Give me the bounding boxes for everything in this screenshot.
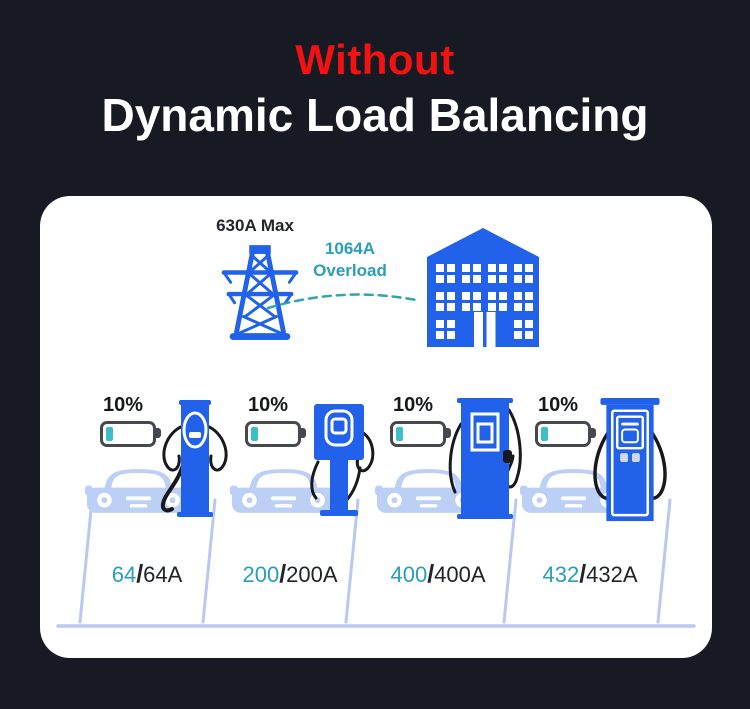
load-label-4: 432/432A (515, 560, 665, 589)
overload-word: Overload (313, 261, 387, 281)
ev-charger-icon (448, 398, 522, 519)
load-capacity: 432A (586, 562, 638, 587)
battery-level-bar (396, 427, 403, 441)
header: Without Dynamic Load Balancing (0, 0, 750, 139)
title-accent: Without (295, 36, 455, 83)
battery-level-bar (106, 427, 113, 441)
car-icon (230, 469, 337, 513)
battery-percent-label: 10% (393, 394, 434, 416)
load-label-2: 200/200A (215, 560, 365, 589)
charging-bay-4: 10% (520, 394, 670, 526)
battery-icon (100, 421, 161, 447)
charging-bay-3: 10% (375, 394, 525, 526)
ev-charger-icon (160, 400, 228, 517)
charging-bay-1: 10% (85, 394, 235, 526)
battery-percent-label: 10% (103, 394, 144, 416)
load-label-3: 400/400A (363, 560, 513, 589)
load-slash: / (427, 560, 435, 588)
battery-percent-label: 10% (538, 394, 579, 416)
load-current: 64 (111, 562, 137, 587)
grid-max-label: 630A Max (216, 216, 294, 235)
ev-charger-icon (310, 404, 375, 516)
parking-lines-icon (56, 498, 696, 628)
load-current: 400 (390, 562, 428, 587)
overload-value: 1064A (324, 239, 376, 258)
load-label-1: 64/64A (72, 560, 222, 589)
overload-label: 1064A Overload (292, 238, 408, 282)
load-current: 432 (542, 562, 580, 587)
transmission-tower-icon (221, 245, 299, 340)
load-capacity: 200A (286, 562, 338, 587)
load-current: 200 (242, 562, 280, 587)
battery-icon (245, 421, 306, 447)
battery-level-bar (251, 427, 258, 441)
load-slash: / (579, 560, 587, 588)
load-capacity: 400A (434, 562, 486, 587)
battery-level-bar (541, 427, 548, 441)
load-capacity: 64A (143, 562, 183, 587)
overload-arc-icon (266, 293, 418, 310)
load-slash: / (279, 560, 287, 588)
battery-icon (535, 421, 596, 447)
battery-percent-label: 10% (248, 394, 289, 416)
building-icon (427, 228, 539, 347)
car-icon (375, 469, 482, 513)
ev-charger-icon (593, 397, 667, 522)
load-slash: / (136, 560, 144, 588)
page-title: Dynamic Load Balancing (101, 89, 649, 142)
battery-icon (390, 421, 451, 447)
infographic-card: 630A Max 1064A Overload (40, 196, 712, 658)
charging-bay-2: 10% (230, 394, 380, 526)
